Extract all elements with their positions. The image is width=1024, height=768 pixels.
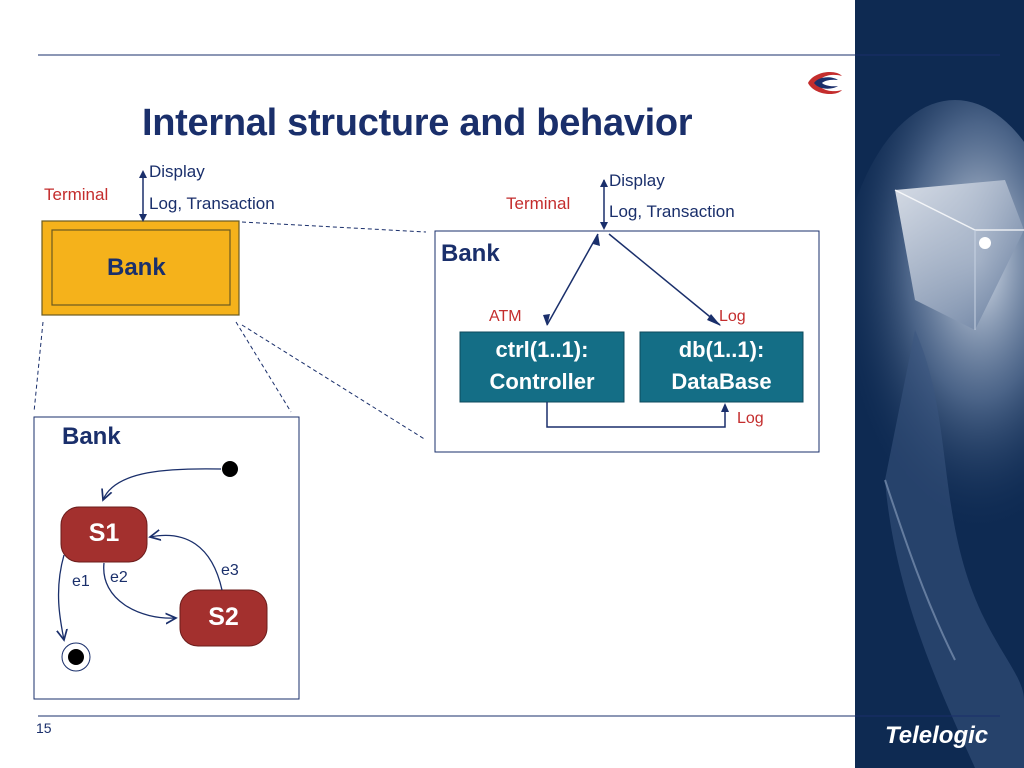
transition-e3-label: e3 xyxy=(221,562,239,579)
right-arrow-up-head xyxy=(600,179,608,187)
ctrl-part-label: ctrl(1..1): Controller xyxy=(460,334,624,398)
right-arrow-down-head xyxy=(600,222,608,230)
ctrl-part-line2: Controller xyxy=(489,369,595,394)
left-bank-label: Bank xyxy=(107,254,166,281)
transition-e2-label: e2 xyxy=(110,569,128,586)
zoom-line-right xyxy=(235,321,292,413)
right-display-label: Display xyxy=(609,171,665,190)
left-arrow-down-head xyxy=(139,214,147,222)
zoom-line-left xyxy=(33,321,44,413)
crystal-hand-image xyxy=(855,100,1024,768)
connector-port-ctrl xyxy=(546,233,599,326)
initial-transition xyxy=(103,468,222,500)
db-part-line1: db(1..1): xyxy=(678,337,765,362)
db-part-box xyxy=(639,331,804,403)
ctrl-part-line1: ctrl(1..1): xyxy=(495,337,589,362)
ctrl-part-box xyxy=(459,331,625,403)
zoom-line-top xyxy=(241,221,427,233)
db-part-label: db(1..1): DataBase xyxy=(640,334,803,398)
final-state-dot xyxy=(68,649,84,665)
page-title: Internal structure and behavior xyxy=(142,102,693,144)
transition-e3 xyxy=(150,535,223,591)
left-terminal-label: Terminal xyxy=(44,185,109,204)
transition-e1 xyxy=(59,554,64,640)
log-port-label-bottom: Log xyxy=(737,410,764,427)
right-terminal-label: Terminal xyxy=(506,194,571,213)
left-log-transaction-label: Log, Transaction xyxy=(149,194,275,213)
zoom-line-bottom xyxy=(241,324,427,441)
state-s2-shape xyxy=(179,589,268,647)
brand-logo: Telelogic xyxy=(885,722,989,749)
structure-bank-label: Bank xyxy=(441,240,500,267)
bank-box-inner xyxy=(51,229,231,306)
connector-port-db xyxy=(608,233,721,326)
state-machine-bank-label: Bank xyxy=(62,423,121,450)
initial-state xyxy=(222,461,238,477)
bank-box xyxy=(41,220,240,316)
atm-port-label: ATM xyxy=(489,308,522,325)
page-number: 15 xyxy=(36,720,52,736)
state-s1-shape xyxy=(60,506,148,563)
db-part-line2: DataBase xyxy=(671,369,772,394)
transition-e1-label: e1 xyxy=(72,573,90,590)
left-display-label: Display xyxy=(149,162,205,181)
left-arrow-up-head xyxy=(139,170,147,178)
side-panel xyxy=(855,0,1024,768)
state-s1-label: S1 xyxy=(88,519,120,547)
right-log-transaction-label: Log, Transaction xyxy=(609,202,735,221)
log-connector xyxy=(546,402,726,428)
state-s2-label: S2 xyxy=(208,603,239,631)
transition-e2 xyxy=(103,562,176,618)
crescent-logo-icon xyxy=(808,71,842,95)
log-port-label-top: Log xyxy=(719,308,746,325)
